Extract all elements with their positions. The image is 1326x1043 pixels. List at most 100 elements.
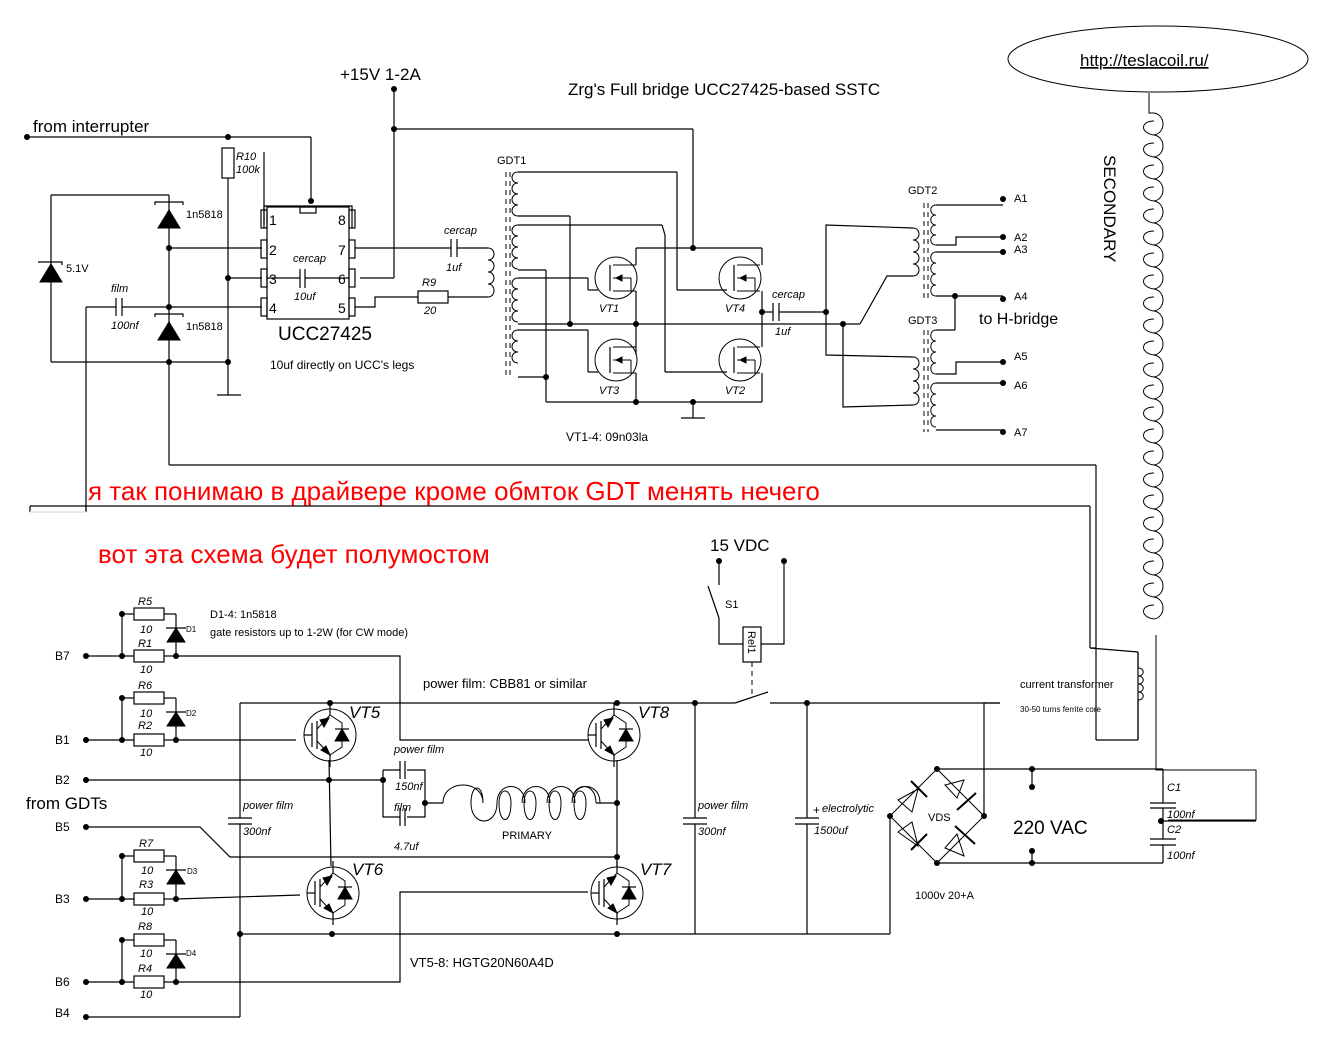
cap-right-value: 300nf	[698, 826, 726, 838]
vt7-label: VT7	[640, 860, 672, 879]
input-b7: B7	[55, 649, 70, 663]
terminal-a3: A3	[1014, 244, 1027, 256]
ic-pin-4: 4	[269, 300, 277, 316]
cap-left-type: power film	[242, 800, 293, 812]
input-label: from interrupter	[33, 117, 150, 136]
cap-out-type: cercap	[444, 225, 477, 237]
gate-resistor	[133, 975, 165, 989]
igbt-note: VT5-8: HGTG20N60A4D	[410, 955, 554, 970]
terminal-a4: A4	[1014, 291, 1027, 303]
gate-resistor	[133, 849, 165, 863]
ic-pin-1: 1	[269, 212, 277, 228]
film-cap-value: 100nf	[111, 320, 139, 332]
ic-name: UCC27425	[278, 324, 372, 345]
d4-label: D4	[186, 949, 197, 958]
terminal-a7: A7	[1014, 427, 1027, 439]
gate-diode-icon	[166, 711, 186, 727]
c2-value: 100nf	[1167, 850, 1195, 862]
diode-top-icon	[154, 201, 184, 229]
mains-label: 220 VAC	[1013, 818, 1088, 839]
input-b6: B6	[55, 975, 70, 989]
relay-coil-rel1	[742, 626, 762, 663]
r10-resistor	[221, 147, 235, 179]
gate-input-terminals[interactable]	[83, 653, 89, 1020]
resistor-note: gate resistors up to 1-2W (for CW mode)	[210, 627, 408, 639]
ic-pin-8: 8	[338, 212, 346, 228]
gate-diode-icon	[166, 627, 186, 643]
primary-label: PRIMARY	[502, 830, 553, 842]
input-b4: B4	[55, 1006, 70, 1020]
diode-bottom-label: 1n5818	[186, 321, 223, 333]
ground-caps	[1150, 769, 1256, 863]
film-cap-type: film	[111, 283, 128, 295]
igbt-vt6	[306, 861, 360, 925]
cap-elec-type: electrolytic	[822, 803, 874, 815]
relay-supply-label: 15 VDC	[710, 536, 770, 555]
cap-elec-value: 1500uf	[814, 825, 849, 837]
gdt2-gdt3-transformers	[825, 203, 1003, 432]
cap-out-value: 1uf	[446, 262, 462, 274]
vt3-label: VT3	[599, 385, 620, 397]
zener-label: 5.1V	[66, 263, 89, 275]
gate-resistor	[133, 607, 165, 621]
r7-value: 10	[141, 865, 154, 877]
gate-network	[86, 691, 186, 747]
gate-network	[86, 849, 186, 906]
r4-name: R4	[138, 963, 152, 975]
gate-resistor	[133, 933, 165, 947]
bridge-rating: 1000v 20+A	[915, 890, 975, 902]
c1-value: 100nf	[1167, 809, 1195, 821]
vt2-label: VT2	[725, 385, 745, 397]
switch-s1[interactable]	[704, 584, 724, 620]
gate-resistor	[133, 892, 165, 906]
bridge-cap-value: 1uf	[775, 326, 791, 338]
d1-label: D1	[186, 625, 197, 634]
mmc2-type: film	[394, 802, 411, 814]
ucc27425-ic	[260, 152, 356, 320]
r10-value: 100k	[236, 164, 260, 176]
current-transformer	[1089, 647, 1144, 740]
mosfet-note: VT1-4: 09n03la	[566, 430, 648, 444]
gate-network	[86, 607, 186, 663]
diode-top-label: 1n5818	[186, 209, 223, 221]
diode-bottom-icon	[154, 313, 184, 341]
r4-value: 10	[140, 989, 153, 1001]
r9-value: 20	[423, 305, 437, 317]
gate-diode-icon	[166, 869, 186, 885]
gdt3-label: GDT3	[908, 315, 937, 327]
ic-note: 10uf directly on UCC's legs	[270, 358, 414, 372]
driver-wires	[24, 86, 1139, 741]
terminal-a1: A1	[1014, 193, 1027, 205]
r9-name: R9	[422, 277, 436, 289]
mmc1-type: power film	[393, 744, 444, 756]
terminal-a6: A6	[1014, 380, 1027, 392]
mosfet-bridge	[594, 245, 860, 402]
input-b2: B2	[55, 773, 70, 787]
output-terminals[interactable]	[1000, 196, 1006, 435]
r9-resistor	[417, 290, 449, 304]
secondary-label: SECONDARY	[1100, 155, 1119, 262]
r5-name: R5	[138, 596, 153, 608]
vt1-label: VT1	[599, 303, 619, 315]
c1-name: C1	[1167, 782, 1181, 794]
r6-value: 10	[140, 708, 153, 720]
power-stage-wires	[86, 655, 1000, 1018]
diode-note: D1-4: 1n5818	[210, 609, 277, 621]
cap-left-value: 300nf	[243, 826, 271, 838]
r3-value: 10	[141, 906, 154, 918]
vt5-label: VT5	[349, 703, 381, 722]
website-link[interactable]: http://teslacoil.ru/	[1080, 51, 1209, 70]
film-note: power film: CBB81 or similar	[423, 676, 588, 691]
r1-value: 10	[140, 664, 153, 676]
r6-name: R6	[138, 680, 153, 692]
outputs-label: to H-bridge	[979, 311, 1058, 328]
bridge-cap-type: cercap	[772, 289, 805, 301]
gdt1-transformer	[505, 171, 790, 419]
topload-ellipse[interactable]	[1007, 25, 1309, 93]
cap-elec-plus: +	[813, 803, 820, 817]
r1-name: R1	[138, 638, 152, 650]
mains-terminals[interactable]	[1029, 766, 1035, 866]
r2-name: R2	[138, 720, 152, 732]
gate-diode-icon	[166, 953, 186, 969]
